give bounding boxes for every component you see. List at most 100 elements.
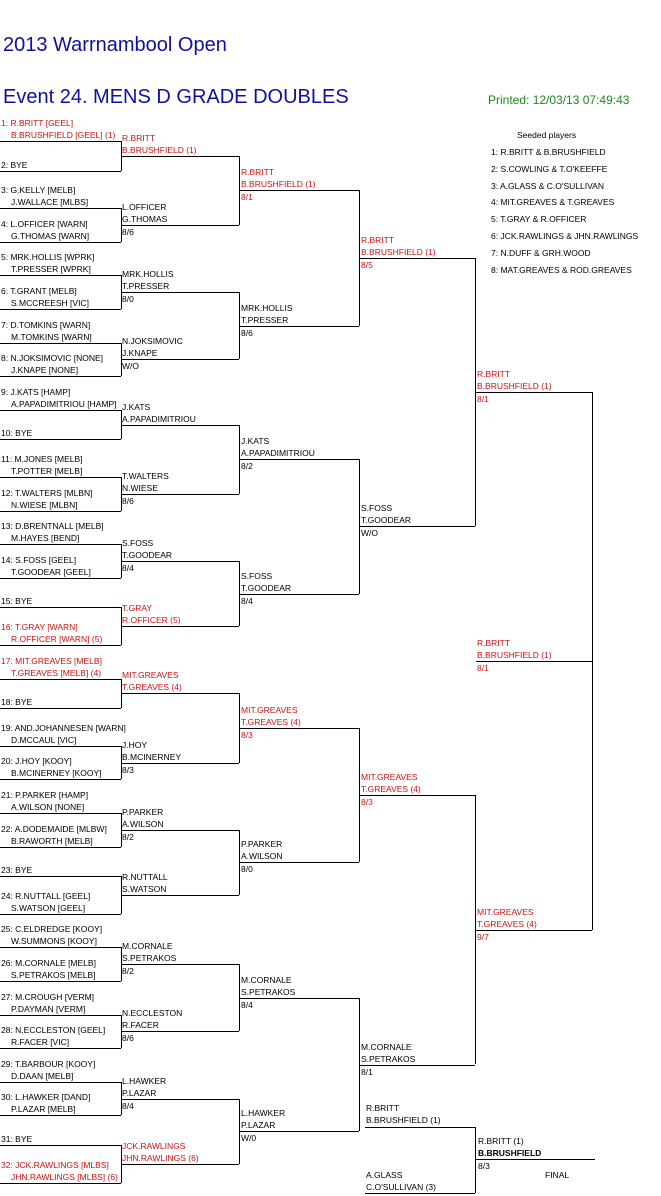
round2-slot-4-score: W/O xyxy=(122,361,139,372)
r1-slot-28-player2: R.FACER [VIC] xyxy=(11,1037,70,1048)
round2-slot-4-player2: J.KNAPE xyxy=(122,348,158,359)
bracket-line xyxy=(121,693,239,695)
round3-slot-2-score: 8/6 xyxy=(241,327,253,338)
round2-slot-14-score: 8/6 xyxy=(122,1033,134,1044)
bracket-connector xyxy=(592,392,593,930)
round2-slot-10-player1: J.HOY xyxy=(122,739,148,750)
bracket-line xyxy=(0,141,121,142)
round2-slot-9-player1: MIT.GREAVES xyxy=(122,670,179,681)
bracket-line xyxy=(121,762,239,764)
bracket-line xyxy=(0,544,121,546)
bracket-line xyxy=(360,795,475,797)
round2-slot-9-player2: T.GREAVES (4) xyxy=(122,682,182,693)
r1-slot-19-player1: 19: AND.JOHANNESEN [WARN] xyxy=(1,722,126,733)
bracket-line xyxy=(360,258,475,260)
round3-slot-7-player1: M.CORNALE xyxy=(241,974,292,985)
bracket-line xyxy=(121,292,239,294)
bracket-line xyxy=(121,1031,239,1033)
seeded-players-title: Seeded players xyxy=(517,130,577,140)
round2-slot-3-player2: T.PRESSER xyxy=(122,281,170,292)
bracket-line xyxy=(0,607,121,609)
bracket-line xyxy=(0,1145,121,1146)
round4-slot-1-player2: B.BRUSHFIELD (1) xyxy=(361,247,436,258)
round2-slot-16-player2: JHN.RAWLINGS (6) xyxy=(122,1152,199,1163)
round5-slot-2-player2: T.GREAVES (4) xyxy=(477,918,537,929)
bracket-line xyxy=(121,561,239,562)
bracket-line xyxy=(0,376,121,378)
round3-slot-3-player2: A.PAPADIMITRIOU xyxy=(241,448,315,459)
r1-slot-20-player1: 20: J.HOY [KOOY] xyxy=(1,756,72,767)
r1-slot-5-player2: T.PRESSER [WPRK] xyxy=(11,264,91,275)
bracket-line xyxy=(0,577,121,579)
r1-slot-2: 2: BYE xyxy=(1,159,28,170)
round2-slot-7-player2: T.GOODEAR xyxy=(122,550,173,560)
round2-slot-2-player2: G.THOMAS xyxy=(122,214,168,224)
winner-player2: B.BRUSHFIELD xyxy=(478,1148,542,1158)
round4-slot-3-score: 8/3 xyxy=(361,797,373,808)
bracket-line xyxy=(121,895,239,896)
round2-slot-1-player1: R.BRITT xyxy=(122,132,156,143)
r1-slot-5-player1: 5: MRK.HOLLIS [WPRK] xyxy=(1,252,95,263)
round2-slot-6-player2: N.WIESE xyxy=(122,482,158,493)
r1-slot-14-player1: 14: S.FOSS [GEEL] xyxy=(1,554,77,565)
round3-slot-4-player1: S.FOSS xyxy=(241,570,273,581)
round2-slot-3-score: 8/0 xyxy=(122,294,134,305)
bracket-connector xyxy=(475,258,476,527)
bracket-line xyxy=(0,813,121,814)
seeded-player-8: 8: MAT.GREAVES & ROD.GREAVES xyxy=(491,264,632,275)
round2-slot-11-player2: A.WILSON xyxy=(122,818,164,829)
bracket-line xyxy=(240,997,359,999)
round2-slot-7-player1: S.FOSS xyxy=(122,538,154,548)
round2-slot-11-player1: P.PARKER xyxy=(122,806,164,817)
bracket-line xyxy=(0,779,121,781)
round4-slot-3-player1: MIT.GREAVES xyxy=(361,772,418,783)
round2-slot-6-score: 8/6 xyxy=(122,495,134,506)
bracket-line xyxy=(0,947,121,949)
r1-slot-6-player2: S.MCCREESH [VIC] xyxy=(11,298,89,308)
bracket-line xyxy=(240,728,359,729)
round5-slot-1-player2: B.BRUSHFIELD (1) xyxy=(477,381,552,392)
round3-slot-1-player2: B.BRUSHFIELD (1) xyxy=(241,179,316,190)
r1-slot-20-player2: B.MCINERNEY [KOOY] xyxy=(11,768,102,779)
round2-slot-12-player2: S.WATSON xyxy=(122,884,167,894)
bracket-line xyxy=(121,155,239,157)
bracket-line xyxy=(121,1163,239,1165)
final-bottom-player2: C.O'SULLIVAN (3) xyxy=(366,1182,436,1192)
r1-slot-23: 23: BYE xyxy=(1,865,33,876)
final-top-line xyxy=(365,1127,475,1128)
r1-slot-12-player2: N.WIESE [MLBN] xyxy=(11,499,78,510)
bracket-line xyxy=(0,1048,121,1050)
r1-slot-25-player2: W.SUMMONS [KOOY] xyxy=(11,936,97,947)
round3-slot-5-score: 8/3 xyxy=(241,730,253,740)
round2-slot-6-player1: T.WALTERS xyxy=(122,470,169,481)
round3-slot-6-score: 8/0 xyxy=(241,864,253,875)
round5-slot-2-player1: MIT.GREAVES xyxy=(477,906,534,917)
bracket-line xyxy=(121,424,239,426)
r1-slot-25-player1: 25: C.ELDREDGE [KOOY] xyxy=(1,924,103,935)
r1-slot-27-player1: 27: M.CROUGH [VERM] xyxy=(1,991,95,1002)
round3-slot-4-player2: T.GOODEAR xyxy=(241,582,292,593)
r1-slot-24-player2: S.WATSON [GEEL] xyxy=(11,902,86,913)
round2-slot-13-player2: S.PETRAKOS xyxy=(122,953,177,964)
round3-slot-1-player1: R.BRITT xyxy=(241,167,275,178)
round2-slot-10-score: 8/3 xyxy=(122,764,134,775)
round2-slot-8-player2: R.OFFICER (5) xyxy=(122,615,181,626)
bracket-connector xyxy=(239,829,240,895)
r1-slot-27-player2: P.DAYMAN [VERM] xyxy=(11,1003,86,1014)
bracket-line xyxy=(0,846,121,848)
seeded-player-1: 1: R.BRITT & B.BRUSHFIELD xyxy=(491,147,606,157)
round4-slot-3-player2: T.GREAVES (4) xyxy=(361,784,421,795)
bracket-line xyxy=(0,1014,121,1016)
r1-slot-16-player1: 16: T.GRAY [WARN] xyxy=(1,622,78,632)
r1-slot-24-player1: 24: R.NUTTALL [GEEL] xyxy=(1,890,91,901)
round2-slot-3-player1: MRK.HOLLIS xyxy=(122,269,174,280)
bracket-connector xyxy=(121,876,122,914)
round2-slot-5-player2: A.PAPADIMITRIOU xyxy=(122,413,196,424)
bracket-line xyxy=(121,1098,239,1100)
bracket-line xyxy=(121,626,239,628)
bracket-connector xyxy=(239,1098,240,1164)
final-bottom-player1: A.GLASS xyxy=(366,1170,403,1180)
round2-slot-15-player2: P.LAZAR xyxy=(122,1087,157,1098)
r1-slot-9-player2: A.PAPADIMITRIOU [HAMP] xyxy=(11,398,117,409)
round4-slot-1-score: 8/5 xyxy=(361,260,373,271)
